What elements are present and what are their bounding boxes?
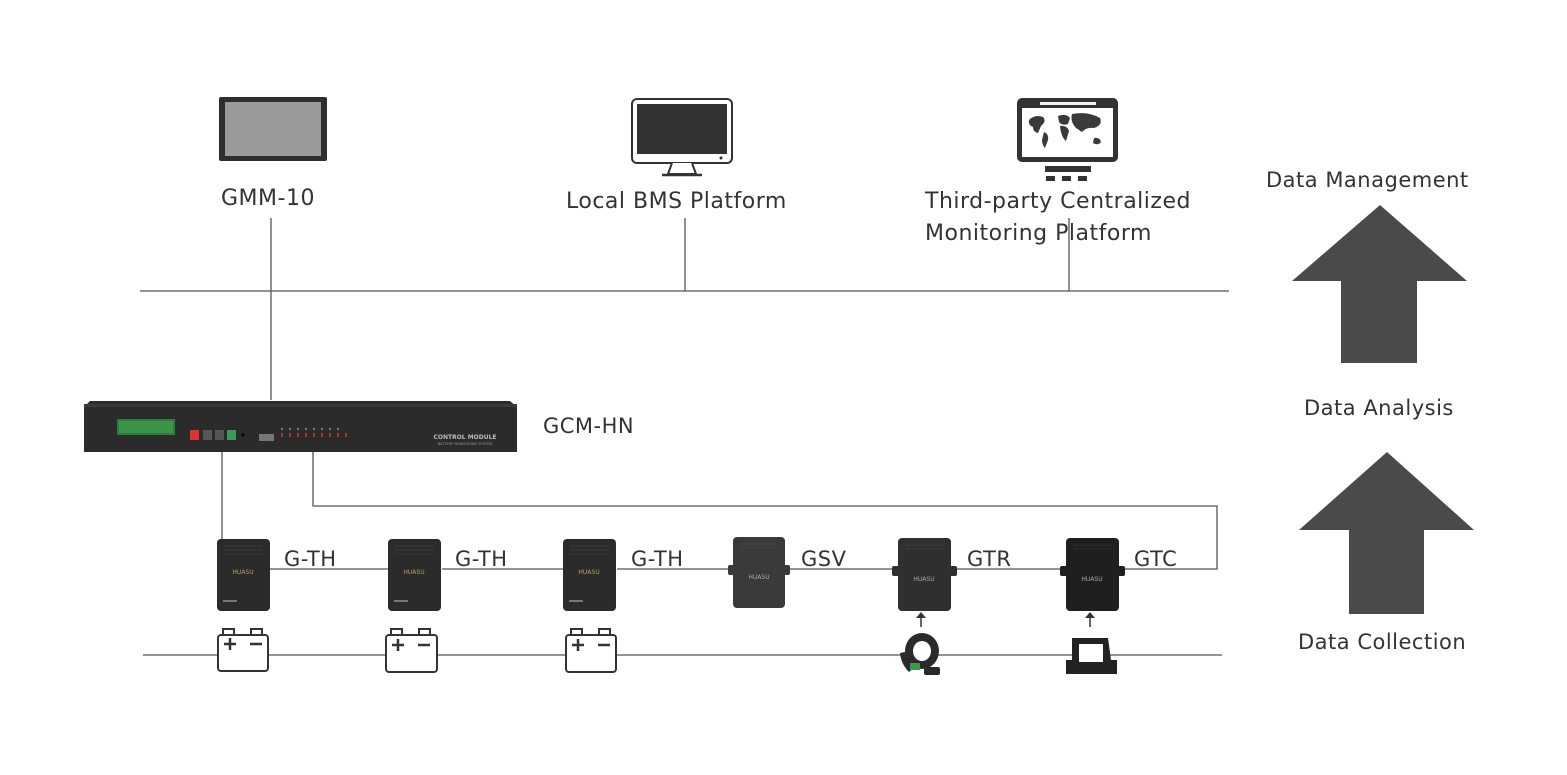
upward-arrow-icon <box>1299 452 1474 614</box>
current-clamp-icon <box>1066 612 1117 674</box>
device-brand-text: HUASU <box>913 576 934 583</box>
connection-lines <box>140 218 1229 656</box>
current-transformer-ring-icon <box>900 612 940 675</box>
gth-sensor-icon: HUASU <box>217 539 270 611</box>
layer-label-management: Data Management <box>1266 168 1469 192</box>
gtr-sensor-icon: HUASU <box>892 538 957 611</box>
gmm-touchscreen-icon <box>219 97 327 161</box>
battery-icon <box>217 628 269 672</box>
device-label-gsv: GSV <box>801 547 847 571</box>
monitor-icon <box>631 98 733 177</box>
device-label-gth-2: G-TH <box>455 547 508 571</box>
device-brand-text: HUASU <box>1081 576 1102 583</box>
third-party-label-line1: Third-party Centralized <box>925 189 1191 214</box>
battery-icon <box>565 628 617 673</box>
third-party-label-line2: Monitoring Platform <box>925 221 1152 246</box>
upward-arrow-icon <box>1292 205 1467 363</box>
device-brand-text: HUASU <box>232 569 253 576</box>
device-label-gtc: GTC <box>1134 547 1178 571</box>
gth-sensor-icon: HUASU <box>388 539 441 611</box>
world-map-monitor-icon <box>1017 98 1118 181</box>
layer-label-collection: Data Collection <box>1298 630 1467 654</box>
layer-label-analysis: Data Analysis <box>1304 396 1454 420</box>
device-brand-text: HUASU <box>403 569 424 576</box>
gth-sensor-icon: HUASU <box>563 539 616 611</box>
controller-panel-text: CONTROL MODULE <box>433 434 496 441</box>
gtc-sensor-icon: HUASU <box>1060 538 1125 611</box>
third-party-label: Third-party Centralized Monitoring Platf… <box>925 186 1191 250</box>
device-label-gtr: GTR <box>967 547 1012 571</box>
device-label-gth-1: G-TH <box>284 547 337 571</box>
device-brand-text: HUASU <box>578 569 599 576</box>
controller-panel-subtext: BATTERY MONITORING SYSTEM <box>438 442 493 446</box>
gmm-label: GMM-10 <box>221 186 315 211</box>
controller-label: GCM-HN <box>543 414 635 438</box>
device-brand-text: HUASU <box>748 574 769 581</box>
local-bms-label: Local BMS Platform <box>566 189 787 214</box>
device-label-gth-3: G-TH <box>631 547 684 571</box>
battery-icon <box>385 628 438 673</box>
gsv-sensor-icon: HUASU <box>728 537 790 608</box>
controller-loop-line <box>312 452 1218 570</box>
controller-unit-icon: CONTROL MODULE BATTERY MONITORING SYSTEM <box>84 401 517 452</box>
